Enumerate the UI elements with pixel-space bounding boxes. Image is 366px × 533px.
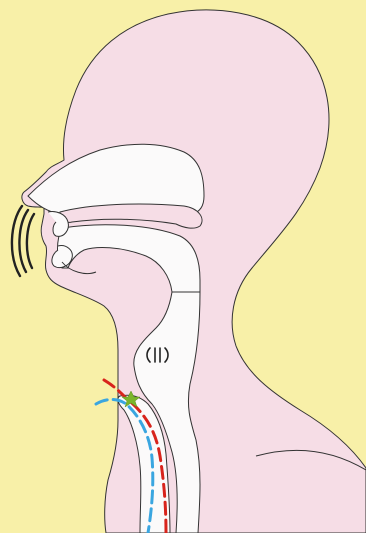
voice-production-diagram (0, 0, 366, 533)
head-neck-cross-section (0, 0, 366, 533)
